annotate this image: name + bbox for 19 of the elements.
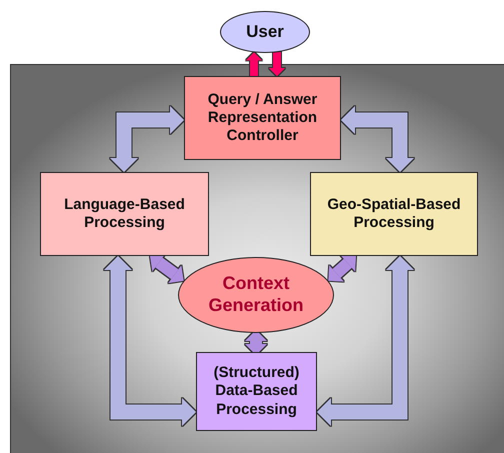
block-arrow xyxy=(104,256,196,426)
block-arrow xyxy=(110,106,184,172)
process-box xyxy=(40,172,209,256)
process-box xyxy=(184,76,341,160)
block-arrow xyxy=(245,330,267,355)
block-arrow xyxy=(341,106,414,172)
node-label: (Structured) Data-Based Processing xyxy=(212,364,300,419)
node-label: Geo-Spatial-Based Processing xyxy=(326,196,462,232)
block-arrow xyxy=(317,256,414,426)
process-box xyxy=(310,172,478,256)
node-label: Context Generation xyxy=(207,273,305,317)
block-arrow xyxy=(246,52,262,76)
block-arrow xyxy=(269,52,285,76)
block-arrow xyxy=(150,254,184,284)
node-label: Language-Based Processing xyxy=(63,196,186,232)
block-arrow xyxy=(328,255,356,282)
node-label: Query / Answer Representation Controller xyxy=(206,90,318,146)
process-box xyxy=(196,352,317,431)
node-label: User xyxy=(246,22,284,42)
